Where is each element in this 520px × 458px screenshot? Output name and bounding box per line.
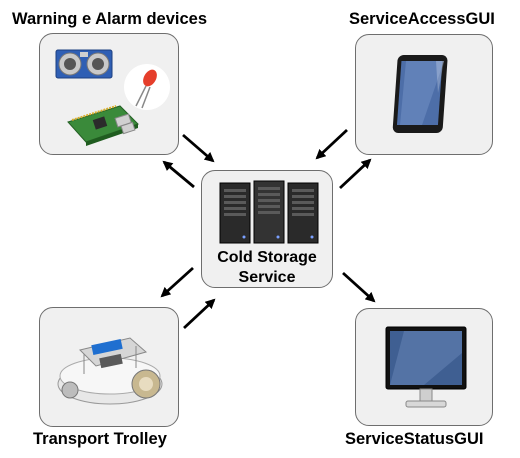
service-access-gui-label: ServiceAccessGUI: [349, 10, 495, 28]
transport-trolley-label: Transport Trolley: [33, 430, 167, 448]
server-rack-icon: [219, 180, 319, 244]
tablet-icon: [392, 55, 448, 133]
arrow-center-to-status: [342, 271, 376, 303]
cold-storage-label-line2: Service: [238, 269, 296, 286]
arrow-access-to-center: [315, 128, 348, 160]
arrow-trolley-to-center: [183, 298, 216, 330]
raspberry-pi-board-icon: [67, 105, 139, 146]
monitor-icon: [385, 326, 467, 408]
cold-storage-label-line1: Cold Storage: [217, 249, 317, 266]
trolley-robot-icon: [57, 337, 163, 405]
service-access-gui-node: [355, 34, 493, 155]
transport-trolley-node: [39, 307, 179, 427]
warning-devices-node: [39, 33, 179, 155]
cold-storage-service-node: Cold Storage Service: [201, 170, 333, 288]
arrow-center-to-trolley: [160, 266, 194, 298]
ultrasonic-sensor-icon: [55, 49, 113, 79]
arrow-center-to-warning: [162, 160, 195, 189]
service-status-gui-label: ServiceStatusGUI: [345, 430, 484, 448]
arrow-center-to-access: [339, 158, 372, 190]
arrow-warning-to-center: [182, 133, 215, 163]
warning-devices-label: Warning e Alarm devices: [12, 10, 208, 28]
led-icon: [124, 64, 170, 110]
service-status-gui-node: [355, 308, 493, 426]
